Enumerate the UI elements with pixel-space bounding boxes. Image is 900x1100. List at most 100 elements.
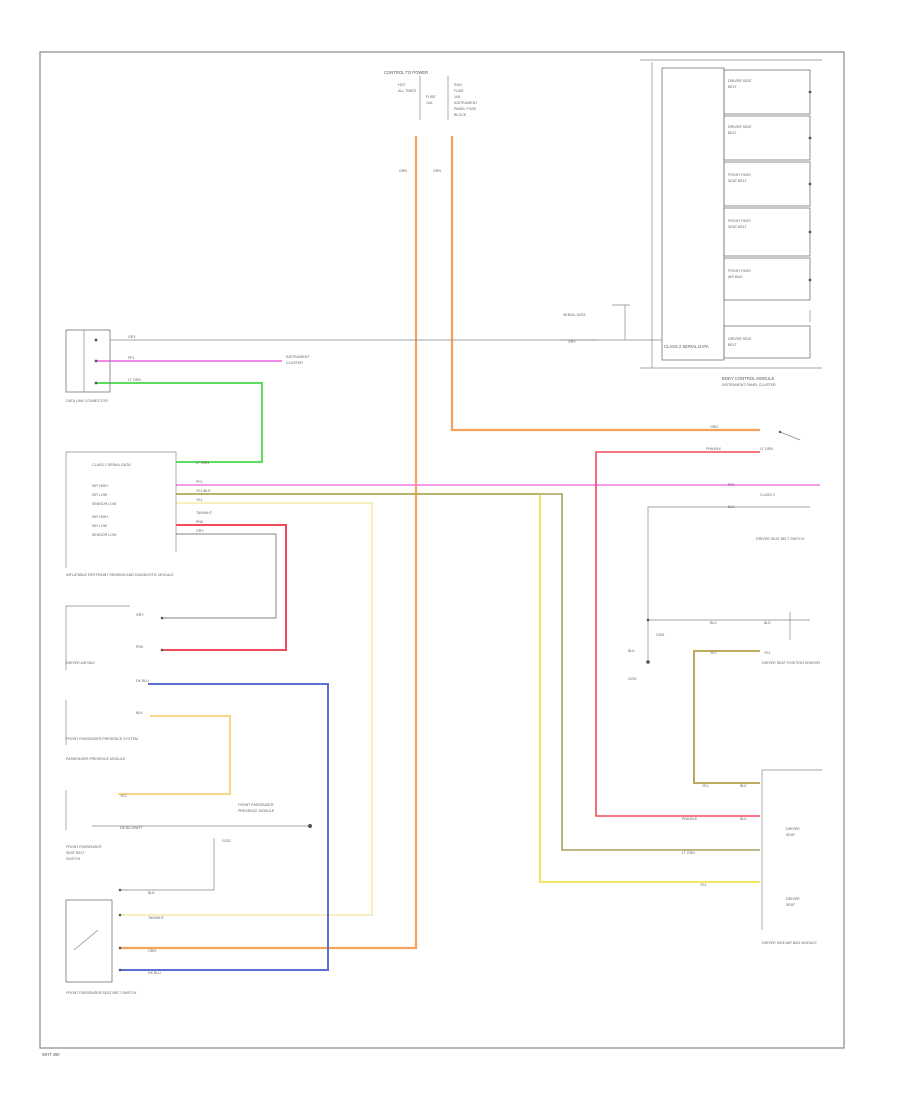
bcm-bus-label: CLASS 2 SERIAL DATA — [664, 344, 709, 349]
pass-seat-caption: FRONT PASSENGER SEAT BELT SWITCH — [66, 991, 137, 995]
figure-id: WHT 490 — [42, 1052, 60, 1057]
svg-text:TAN/WHT: TAN/WHT — [148, 916, 165, 920]
fuse-rating-right: 10A — [454, 95, 461, 99]
sdm-pin-sir-low-2: SIR LOW — [92, 524, 108, 528]
ground-caption: G201 — [628, 677, 637, 681]
sdm-wire-6: PNK — [196, 520, 204, 524]
passenger-caption: FRONT PASSENGER PRESENCE SYSTEM — [66, 737, 138, 741]
passenger-presence-module: PASSENGER PRESENCE MODULE YEL DK BLU/WHT… — [65, 757, 312, 861]
sdm-wire-2: PPL — [196, 480, 203, 484]
svg-text:BLK: BLK — [710, 621, 717, 625]
fuse-instrument-label: INSTRUMENT — [454, 101, 478, 105]
svg-text:BELT: BELT — [728, 85, 738, 89]
sdm-wire-1: LT GRN — [196, 461, 209, 465]
driver-seat-sensor: BLK BLK YEL YEL DRIVER SEAT POSITION SEN… — [628, 612, 820, 681]
pass-module-caption: PASSENGER PRESENCE MODULE — [66, 757, 126, 761]
serial-data-text: SERIAL DATA — [563, 313, 586, 317]
svg-text:GRY: GRY — [128, 335, 136, 339]
sdm-pin-serial: CLASS 2 SERIAL DATA — [92, 463, 131, 467]
svg-text:PRESENCE MODULE: PRESENCE MODULE — [238, 809, 275, 813]
wire-black-right — [647, 506, 810, 621]
svg-text:SEAT BELT: SEAT BELT — [728, 179, 748, 183]
wire-code-left: ORN — [399, 169, 407, 173]
wire-red-right — [595, 451, 760, 817]
svg-text:FRONT PASS: FRONT PASS — [728, 173, 751, 177]
fuse-times-label: ALL TIMES — [398, 89, 417, 93]
airbag-caption: DRIVER SIDE AIR BAG MODULE — [762, 941, 817, 945]
svg-text:SEAT: SEAT — [786, 903, 796, 907]
svg-text:PPL: PPL — [128, 356, 135, 360]
airbag-wire-2: BLK — [740, 817, 747, 821]
wire-lightorange — [118, 715, 231, 795]
fuse-label-left: FUSE — [426, 95, 436, 99]
wire-blue — [120, 683, 329, 971]
svg-text:INSTRUMENT: INSTRUMENT — [286, 355, 310, 359]
svg-text:FRONT PASSENGER: FRONT PASSENGER — [238, 803, 274, 807]
wire-olive — [176, 493, 760, 851]
svg-text:BELT: BELT — [728, 343, 738, 347]
sensing-diagnostic-module: CLASS 2 SERIAL DATA SIR HIGH SIR LOW SEN… — [65, 451, 213, 577]
svg-text:G202: G202 — [222, 839, 231, 843]
serial-data-link: SERIAL DATA GRY — [560, 304, 662, 344]
bcm-caption: BODY CONTROL MODULE — [722, 376, 775, 381]
sdm-wire-5: TAN/WHT — [196, 511, 213, 515]
sdm-wire-7: GRY — [196, 529, 204, 533]
sdm-wire-3: YEL/BLK — [196, 489, 211, 493]
airbag-wire-3: LT GRN — [682, 851, 695, 855]
svg-text:LT GRN: LT GRN — [760, 447, 773, 451]
wire-gray — [162, 533, 277, 619]
svg-text:FRONT PASS: FRONT PASS — [728, 269, 751, 273]
svg-text:LT GRN: LT GRN — [128, 378, 141, 382]
wire-yellow — [176, 493, 760, 883]
svg-text:DRIVER: DRIVER — [786, 827, 800, 831]
svg-text:BLK: BLK — [740, 784, 747, 788]
svg-text:SWITCH: SWITCH — [66, 857, 81, 861]
sdm-wire-4: YEL — [196, 498, 203, 502]
svg-text:GRY: GRY — [568, 340, 576, 344]
svg-text:BLK: BLK — [728, 505, 735, 509]
data-link-connector: DATA LINK CONNECTOR GRY PPL LT GRN INSTR… — [65, 329, 310, 403]
body-control-module: DRIVER SEAT BELT DRIVER SEAT BELT FRONT PA… — [640, 59, 822, 387]
svg-text:BLK: BLK — [764, 621, 771, 625]
svg-text:DRIVER SEAT: DRIVER SEAT — [728, 125, 753, 129]
airbag-wire-4: YEL — [700, 883, 707, 887]
pass-seat-belt-switch: BLK TAN/WHT ORN DK BLU FRONT PASSENGER S… — [65, 888, 165, 995]
fuse-label-right: FUSE — [454, 89, 464, 93]
svg-text:DRIVER: DRIVER — [786, 897, 800, 901]
svg-text:FRONT PASS: FRONT PASS — [728, 219, 751, 223]
svg-text:BLK: BLK — [148, 891, 155, 895]
diagram-frame — [39, 51, 845, 1049]
svg-text:YEL: YEL — [120, 794, 127, 798]
sdm-pin-sir-high: SIR HIGH — [92, 484, 108, 488]
airbag-wire-1: PNK/BLK — [682, 817, 698, 821]
svg-text:BELT: BELT — [728, 131, 738, 135]
buckle-caption: DRIVER SEAT BELT SWITCH — [756, 537, 805, 541]
svg-text:PNK/BLK: PNK/BLK — [706, 447, 722, 451]
wire-code-right: ORN — [433, 169, 441, 173]
fuse-block-word: BLOCK — [454, 113, 467, 117]
svg-text:ORN: ORN — [710, 425, 718, 429]
svg-text:SEAT BELT: SEAT BELT — [728, 225, 748, 229]
svg-text:DK BLU: DK BLU — [136, 679, 149, 683]
dlc-caption: DATA LINK CONNECTOR — [66, 399, 108, 403]
wire-olive-right — [693, 650, 760, 784]
svg-text:YEL: YEL — [710, 651, 717, 655]
driver-side-airbag-module: YEL BLK PNK/BLK BLK LT GRN YEL DRIVER SEAT… — [682, 769, 822, 945]
fuse-run-label: RUN — [454, 83, 462, 87]
sdm-pin-sensor-low: SENSOR LOW — [92, 502, 117, 506]
svg-text:CLASS 2: CLASS 2 — [760, 493, 775, 497]
svg-text:DRIVER SEAT: DRIVER SEAT — [728, 337, 753, 341]
sensor-caption: DRIVER SEAT POSITION SENSOR — [762, 661, 820, 665]
svg-text:YEL: YEL — [702, 784, 709, 788]
svg-text:BLK: BLK — [136, 711, 143, 715]
sdm-pin-sir-low: SIR LOW — [92, 493, 108, 497]
wire-green — [95, 382, 263, 463]
svg-text:SEAT: SEAT — [786, 833, 796, 837]
svg-text:PNK: PNK — [136, 645, 144, 649]
wire-orange-right — [450, 136, 760, 432]
wire-lightyellow — [120, 502, 373, 916]
svg-text:DRIVER SEAT: DRIVER SEAT — [728, 79, 753, 83]
svg-text:G301: G301 — [656, 633, 665, 637]
fuse-hot-label: HOT — [398, 83, 406, 87]
